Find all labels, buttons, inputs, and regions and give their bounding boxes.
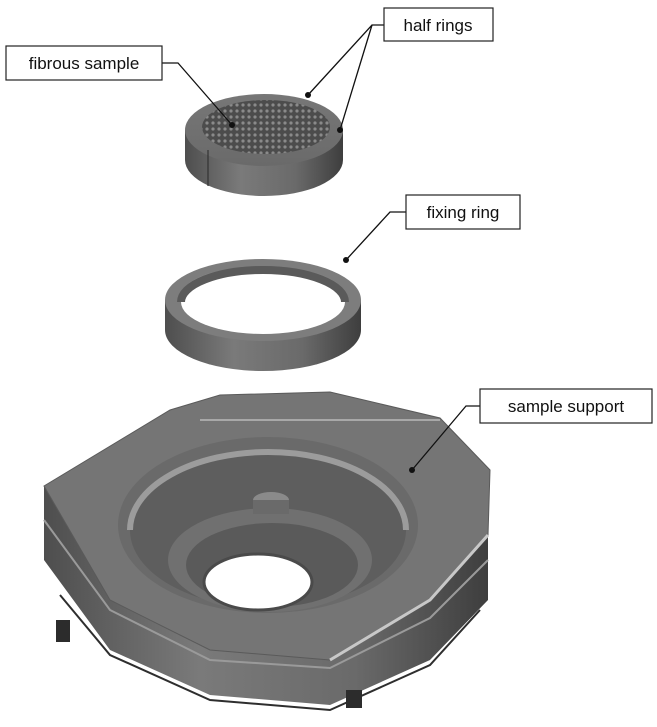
label-fixing-ring: fixing ring: [427, 203, 500, 222]
support-notch-left: [56, 620, 70, 642]
callout-fibrous-sample: fibrous sample: [5, 45, 163, 81]
callout-fixing-ring: fixing ring: [405, 194, 521, 230]
leader-dot-fixing-ring: [343, 257, 349, 263]
support-recess-wall: [127, 449, 409, 531]
leader-dot-half-rings-b: [337, 127, 343, 133]
callout-sample-support: sample support: [479, 388, 653, 424]
callout-box-fixing-ring: [405, 194, 521, 230]
sample-support: [43, 391, 491, 712]
support-side: [44, 486, 488, 705]
leader-dot-fibrous-sample: [229, 122, 235, 128]
label-sample-support: sample support: [508, 397, 625, 416]
leader-sample-support: [411, 405, 480, 471]
support-edge-highlight: [329, 534, 490, 662]
support-groove: [43, 519, 489, 670]
leader-half-rings-b: [339, 24, 373, 131]
leader-dot-sample-support: [409, 467, 415, 473]
callout-half-rings: half rings: [383, 7, 494, 42]
label-fibrous-sample: fibrous sample: [29, 54, 140, 73]
support-bottom-edge: [59, 594, 481, 712]
callout-box-half-rings: [383, 7, 494, 42]
support-pin-side: [253, 500, 289, 514]
leader-half-rings-a: [307, 24, 384, 96]
leader-fibrous-sample: [162, 62, 233, 126]
fixing-ring-hole: [181, 270, 345, 334]
support-notch-front: [346, 690, 362, 708]
callout-box-fibrous-sample: [5, 45, 163, 81]
leader-lines: [162, 24, 480, 473]
fixing-ring-inner-band: [177, 266, 349, 303]
fibrous-sample-mesh: [202, 100, 330, 154]
support-center-hole: [202, 552, 314, 612]
leader-fixing-ring: [345, 211, 406, 261]
fixing-ring: [165, 259, 361, 371]
half-rings-assembly: [185, 94, 343, 196]
callout-box-sample-support: [479, 388, 653, 424]
label-half-rings: half rings: [404, 16, 473, 35]
leader-dot-half-rings-a: [305, 92, 311, 98]
